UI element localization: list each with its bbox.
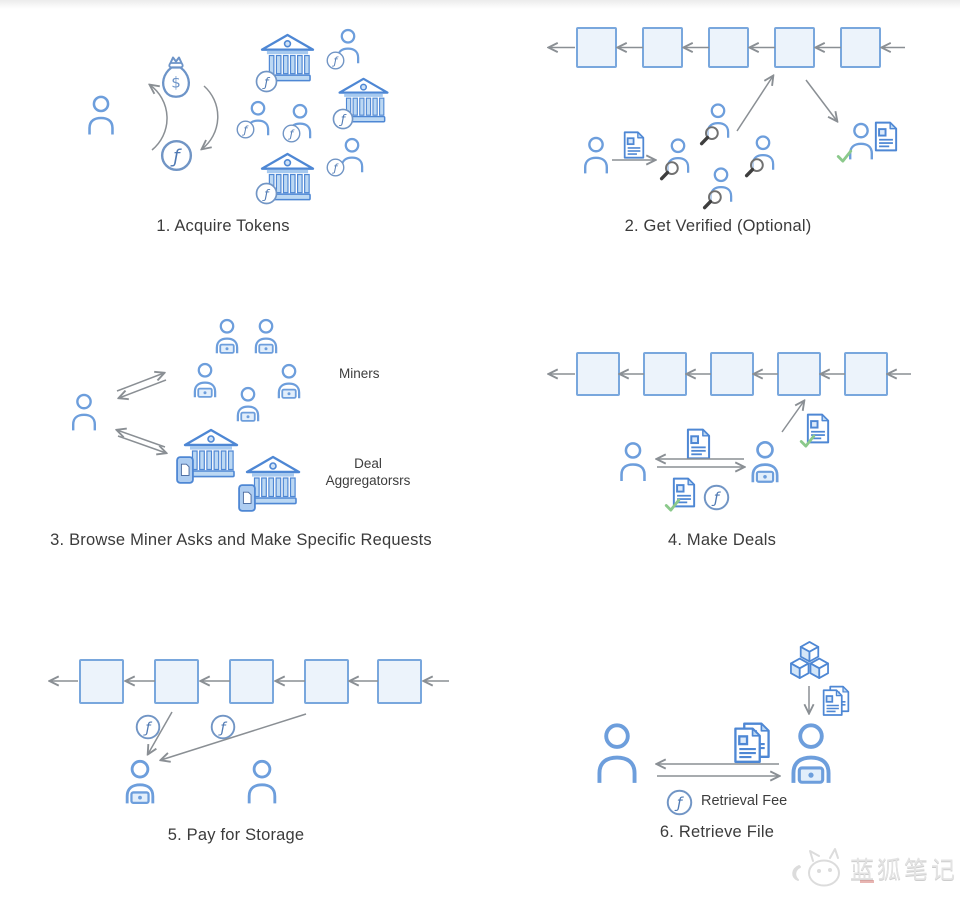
block-icon: [708, 27, 749, 68]
block-icon: [777, 352, 821, 396]
deal-aggregators-label: Deal Aggregatorsrs: [326, 455, 411, 489]
watermark: 蓝狐笔记: [786, 842, 960, 894]
block-icon: [710, 352, 754, 396]
arrow: [161, 713, 307, 760]
miner-laptop-icon: [236, 386, 260, 423]
person-icon: [583, 136, 609, 175]
miners-label: Miners: [339, 366, 380, 381]
filecoin-coin-icon: [236, 120, 255, 139]
filecoin-coin-icon: [666, 789, 693, 816]
filecoin-coin-icon: [282, 124, 301, 143]
deal-aggregators-line2: Aggregatorsrs: [325, 473, 411, 488]
client-person-icon: [599, 725, 634, 783]
panel-2-get-verified: [549, 27, 905, 210]
person-icon: [88, 95, 114, 136]
double-arrow-miners: [117, 373, 166, 398]
panel4-caption: 4. Make Deals: [667, 531, 777, 549]
miner-laptop-icon: [125, 759, 155, 805]
miner-laptop-icon: [215, 318, 239, 355]
retrieval-fee-label: Retrieval Fee: [701, 793, 788, 809]
magnifier-icon: [744, 157, 765, 178]
arrow: [736, 76, 773, 132]
block-icon: [576, 352, 620, 396]
panel5-caption: 5. Pay for Storage: [167, 826, 305, 844]
block-icon: [576, 27, 617, 68]
miner-laptop-icon: [277, 363, 301, 400]
blockchain: [549, 352, 911, 396]
panel2-caption: 2. Get Verified (Optional): [624, 217, 812, 235]
verified-person-icon: [848, 122, 874, 161]
filecoin-coin-icon: [332, 108, 354, 130]
block-icon: [774, 27, 815, 68]
money-bag-icon: [162, 56, 190, 98]
panel1-caption: 1. Acquire Tokens: [156, 217, 290, 235]
phone-icon: [176, 456, 194, 484]
magnifier-icon: [702, 189, 723, 210]
filecoin-coin-icon: [703, 484, 730, 511]
block-icon: [377, 659, 422, 704]
phone-icon: [238, 484, 256, 512]
miner-laptop-icon: [193, 362, 217, 399]
blockchain: [549, 27, 905, 68]
panel-4-make-deals: [549, 352, 911, 512]
magnifier-icon: [659, 160, 680, 181]
panel6-caption: 6. Retrieve File: [659, 823, 775, 841]
green-check-icon: [836, 149, 853, 163]
panel-1-acquire-tokens: [88, 28, 389, 205]
panel-3-browse-asks: [71, 318, 301, 512]
filecoin-coin-icon: [210, 714, 236, 740]
filecoin-coin-icon: [135, 714, 161, 740]
person-icon: [247, 759, 277, 805]
person-icon: [340, 137, 364, 174]
cycle-arrow: [150, 85, 168, 151]
cycle-arrow: [202, 85, 219, 149]
miner-laptop-icon: [793, 725, 828, 783]
panel-5-pay-for-storage: [50, 659, 449, 805]
block-icon: [844, 352, 888, 396]
block-icon: [840, 27, 881, 68]
block-icon: [79, 659, 124, 704]
document-icon: [874, 121, 898, 152]
documents-pair-icon: [735, 724, 768, 762]
filecoin-coin-icon: [160, 139, 193, 172]
miner-laptop-icon: [751, 440, 779, 484]
document-icon: [623, 131, 645, 159]
block-icon: [229, 659, 274, 704]
deal-aggregators-line1: Deal: [354, 456, 382, 471]
filecoin-coin-icon: [326, 158, 345, 177]
panel-6-retrieve-file: [599, 641, 849, 816]
arrow: [148, 711, 173, 754]
miner-laptop-icon: [254, 318, 278, 355]
filecoin-coin-icon: [326, 51, 345, 70]
watermark-text: 蓝狐笔记: [850, 856, 958, 884]
documents-pair-icon: [824, 687, 849, 715]
arrow: [781, 401, 804, 433]
document-icon: [686, 428, 711, 460]
client-person-icon: [620, 441, 646, 483]
filecoin-coin-icon: [255, 182, 278, 205]
arrow: [805, 79, 837, 121]
cubes-icon: [790, 641, 829, 679]
panel3-caption: 3. Browse Miner Asks and Make Specific R…: [50, 531, 432, 549]
watermark-red-mark: [860, 880, 874, 883]
blockchain: [50, 659, 449, 704]
block-icon: [642, 27, 683, 68]
magnifier-icon: [699, 125, 720, 146]
block-icon: [154, 659, 199, 704]
double-arrow-aggregators: [117, 430, 166, 453]
filecoin-coin-icon: [255, 70, 278, 93]
block-icon: [304, 659, 349, 704]
person-icon: [71, 393, 97, 432]
fox-logo-icon: [792, 848, 840, 887]
block-icon: [643, 352, 687, 396]
